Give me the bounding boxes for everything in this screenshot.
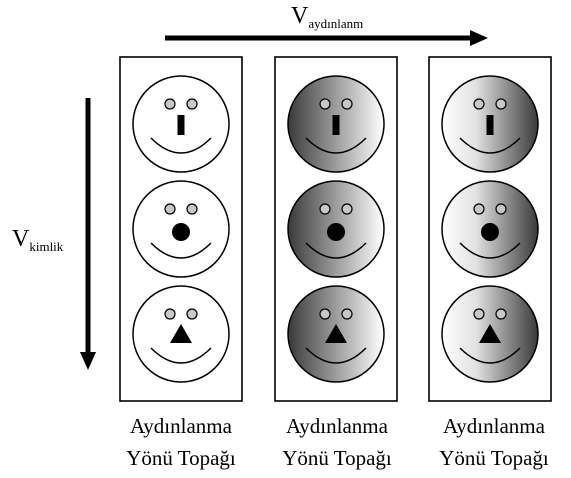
- caption-col-1-line-1: Aydınlanma: [130, 414, 233, 438]
- panel-3: [428, 56, 552, 402]
- identity-axis-label: Vkimlik: [12, 226, 64, 254]
- panel-frame: [428, 56, 552, 402]
- right-eye: [186, 308, 198, 320]
- right-eye: [495, 308, 507, 320]
- right-eye: [186, 203, 198, 215]
- left-eye: [473, 308, 485, 320]
- caption-col-2-line-1: Aydınlanma: [286, 414, 389, 438]
- illumination-arrowhead: [470, 30, 488, 46]
- nose-rectangle: [332, 115, 340, 135]
- face-circle-nose: [287, 180, 385, 278]
- face-rectangle-nose: [132, 75, 230, 173]
- mouth-smile: [150, 347, 212, 364]
- right-eye: [186, 98, 198, 110]
- mouth-smile: [459, 137, 521, 154]
- captions: Aydınlanma Yönü Topağı Aydınlanma Yönü T…: [126, 414, 549, 470]
- panel-2: [274, 56, 398, 402]
- illumination-axis: Vaydınlanm: [165, 3, 488, 46]
- identity-arrowhead: [80, 352, 96, 370]
- left-eye: [319, 308, 331, 320]
- nose-circle: [172, 223, 190, 241]
- left-eye: [319, 203, 331, 215]
- mouth-smile: [305, 347, 367, 364]
- right-eye: [341, 98, 353, 110]
- mouth-smile: [150, 137, 212, 154]
- caption-col-2-line-2: Yönü Topağı: [282, 446, 392, 470]
- face-triangle-nose: [287, 285, 385, 383]
- face-triangle-nose: [132, 285, 230, 383]
- panel-1: [119, 56, 243, 402]
- nose-triangle: [170, 324, 192, 343]
- nose-rectangle: [486, 115, 494, 135]
- nose-triangle: [325, 324, 347, 343]
- panels: [119, 56, 552, 402]
- panel-frame: [119, 56, 243, 402]
- mouth-smile: [459, 242, 521, 259]
- left-eye: [319, 98, 331, 110]
- right-eye: [341, 203, 353, 215]
- mouth-smile: [305, 137, 367, 154]
- nose-circle: [481, 223, 499, 241]
- face-rectangle-nose: [287, 75, 385, 173]
- mouth-smile: [305, 242, 367, 259]
- panel-frame: [274, 56, 398, 402]
- left-eye: [164, 308, 176, 320]
- illumination-axis-label: Vaydınlanm: [291, 3, 363, 31]
- mouth-smile: [459, 347, 521, 364]
- face-rectangle-nose: [441, 75, 539, 173]
- right-eye: [495, 203, 507, 215]
- face-triangle-nose: [441, 285, 539, 383]
- right-eye: [341, 308, 353, 320]
- left-eye: [473, 98, 485, 110]
- nose-triangle: [479, 324, 501, 343]
- face-circle-nose: [132, 180, 230, 278]
- caption-col-3-line-1: Aydınlanma: [443, 414, 546, 438]
- caption-col-3-line-2: Yönü Topağı: [439, 446, 549, 470]
- left-eye: [164, 98, 176, 110]
- nose-circle: [327, 223, 345, 241]
- right-eye: [495, 98, 507, 110]
- identity-axis: Vkimlik: [12, 98, 96, 370]
- nose-rectangle: [177, 115, 185, 135]
- left-eye: [473, 203, 485, 215]
- caption-col-1-line-2: Yönü Topağı: [126, 446, 236, 470]
- left-eye: [164, 203, 176, 215]
- mouth-smile: [150, 242, 212, 259]
- face-circle-nose: [441, 180, 539, 278]
